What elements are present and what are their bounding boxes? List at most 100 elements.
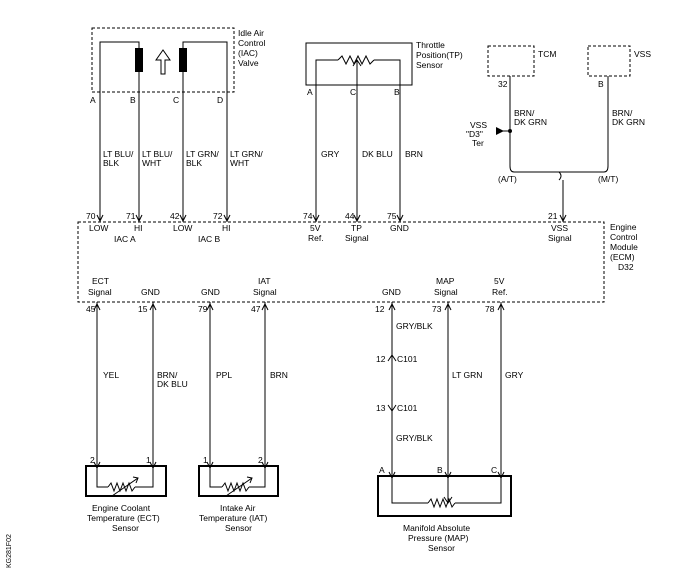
map-wire-grublk-1: GRY/BLK <box>396 321 433 331</box>
iat-title-3: Sensor <box>225 523 252 533</box>
vss-d3-1: VSS <box>470 120 487 130</box>
map-wire-ltgrn: LT GRN <box>452 370 482 380</box>
iac-pin-d: D <box>217 95 223 105</box>
ect-wires: YEL BRN/ DK BLU <box>93 302 188 466</box>
iac-wire-d-2: WHT <box>230 158 249 168</box>
ecm-pin-73: 73 <box>432 304 442 314</box>
iac-valve: Idle Air Control (IAC) Valve A B C D <box>90 27 266 105</box>
iat-wire-ppl: PPL <box>216 370 232 380</box>
iac-title-3: (IAC) <box>238 48 258 58</box>
map-pin-c: C <box>491 465 497 475</box>
vss-wiring: BRN/ DK GRN BRN/ DK GRN VSS "D3" Ter (A/… <box>466 76 645 222</box>
iac-wire-c-1: LT GRN/ <box>186 149 219 159</box>
ecm-sub-ref: Ref. <box>308 233 324 243</box>
vss-wire-left-1: BRN/ <box>514 108 535 118</box>
ecm-label-tp: TP <box>351 223 362 233</box>
tp-wires: GRY DK BLU BRN <box>315 85 423 222</box>
ecm-pin-42: 42 <box>170 211 180 221</box>
ecm-label-low-a: LOW <box>89 223 108 233</box>
iac-wire-b-2: WHT <box>142 158 161 168</box>
ecm-label-hi-b: HI <box>222 223 231 233</box>
iac-wire-d-1: LT GRN/ <box>230 149 263 159</box>
ect-title-1: Engine Coolant <box>92 503 151 513</box>
vss-sensor: VSS B <box>587 45 651 89</box>
ecm-label-low-b: LOW <box>173 223 192 233</box>
ecm-pin-45: 45 <box>86 304 96 314</box>
ecm-label-ect-2: Signal <box>88 287 112 297</box>
map-wire-gry: GRY <box>505 370 524 380</box>
ect-sensor: 2 1 Engine Coolant Temperature (ECT) Sen… <box>85 455 167 533</box>
ecm-title-3: Module <box>610 242 638 252</box>
iac-wire-a-2: BLK <box>103 158 119 168</box>
map-pin-a: A <box>379 465 385 475</box>
ecm-pin-78: 78 <box>485 304 495 314</box>
ecm-label-gnd-tp: GND <box>390 223 409 233</box>
tp-title-1: Throttle <box>416 40 445 50</box>
ecm-label-gnd-map: GND <box>382 287 401 297</box>
c101-upper-pin: 12 <box>376 354 386 364</box>
side-code: KG281F02 <box>6 534 13 568</box>
ecm-label-gnd-ect: GND <box>141 287 160 297</box>
map-wire-grublk-2: GRY/BLK <box>396 433 433 443</box>
ecm-sub-tp-signal: Signal <box>345 233 369 243</box>
tp-pin-c: C <box>350 87 356 97</box>
ecm-title-1: Engine <box>610 222 637 232</box>
tp-title-2: Position(TP) <box>416 50 463 60</box>
vss-wire-right-1: BRN/ <box>612 108 633 118</box>
ect-pin-2: 2 <box>90 455 95 465</box>
at-label: (A/T) <box>498 174 517 184</box>
vss-d3-2: "D3" <box>466 129 483 139</box>
ect-wire-brn-1: BRN/ <box>157 370 178 380</box>
iac-wire-b-1: LT BLU/ <box>142 149 173 159</box>
iat-pin-1: 1 <box>203 455 208 465</box>
vss-wire-left-2: DK GRN <box>514 117 547 127</box>
iac-title-1: Idle Air <box>238 28 264 38</box>
ecm-title-4: (ECM) <box>610 252 635 262</box>
ecm-label-hi-a: HI <box>134 223 143 233</box>
ecm-pin-72: 72 <box>213 211 223 221</box>
tp-sensor: Throttle Position(TP) Sensor A C B <box>305 40 463 97</box>
iac-arrow-icon <box>155 49 171 75</box>
ecm-label-iat-2: Signal <box>253 287 277 297</box>
iat-title-2: Temperature (IAT) <box>199 513 268 523</box>
ecm-label-iat-1: IAT <box>258 276 271 286</box>
ect-wire-yel: YEL <box>103 370 119 380</box>
map-title-2: Pressure (MAP) <box>408 533 469 543</box>
tp-wire-dkblu: DK BLU <box>362 149 393 159</box>
c101-lower-name: C101 <box>397 403 418 413</box>
tp-pin-a: A <box>307 87 313 97</box>
ecm-label-ect-1: ECT <box>92 276 109 286</box>
ecm-label-5v-map-2: Ref. <box>492 287 508 297</box>
ecm-pin-70: 70 <box>86 211 96 221</box>
ecm-pin-15: 15 <box>138 304 148 314</box>
iat-wire-brn: BRN <box>270 370 288 380</box>
ecm-pin-79: 79 <box>198 304 208 314</box>
ecm-pin-47: 47 <box>251 304 261 314</box>
map-pin-b: B <box>437 465 443 475</box>
map-wires: GRY/BLK LT GRN GRY GRY/BLK <box>388 302 524 476</box>
iac-coil-a <box>135 48 143 72</box>
mt-label: (M/T) <box>598 174 618 184</box>
iac-title-2: Control <box>238 38 266 48</box>
ecm-pin-74: 74 <box>303 211 313 221</box>
vss-wire-right-2: DK GRN <box>612 117 645 127</box>
c101-upper-name: C101 <box>397 354 418 364</box>
map-sensor: A B C Manifold Absolute Pressure (MAP) S… <box>377 465 512 553</box>
ect-title-3: Sensor <box>112 523 139 533</box>
ecm-title-5: D32 <box>618 262 634 272</box>
iat-sensor: 1 2 Intake Air Temperature (IAT) Sensor <box>198 455 279 533</box>
ect-pin-1: 1 <box>146 455 151 465</box>
ecm-group-iac-b: IAC B <box>198 234 221 244</box>
tcm-module: TCM 32 <box>487 45 556 89</box>
ecm-module: Engine Control Module (ECM) D32 70 71 42… <box>77 211 638 314</box>
iac-title-4: Valve <box>238 58 259 68</box>
iat-pin-2: 2 <box>258 455 263 465</box>
ect-title-2: Temperature (ECT) <box>87 513 160 523</box>
iac-pin-a: A <box>90 95 96 105</box>
iac-wire-c-2: BLK <box>186 158 202 168</box>
tp-wire-gry: GRY <box>321 149 340 159</box>
ecm-pin-75: 75 <box>387 211 397 221</box>
ecm-sub-vss-signal: Signal <box>548 233 572 243</box>
iac-wire-a-1: LT BLU/ <box>103 149 134 159</box>
